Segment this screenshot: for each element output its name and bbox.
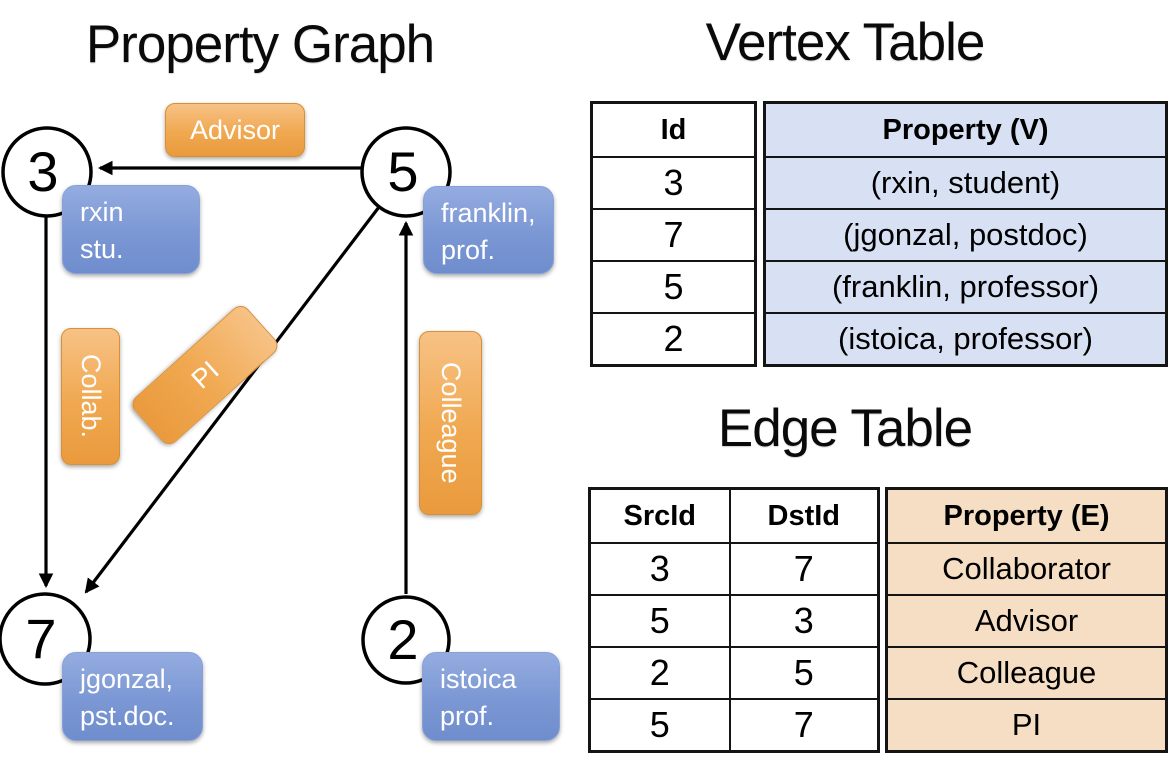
table-row: Collaborator xyxy=(885,542,1168,596)
property-graph-title: Property Graph xyxy=(85,15,435,74)
edge-label-collab-text: Collab. xyxy=(76,354,106,439)
vertex-label-franklin-line2: prof. xyxy=(441,235,496,265)
vertex-label-franklin: franklin, prof. xyxy=(423,186,554,274)
table-row: 3 7 xyxy=(588,542,880,596)
table-row: 7 xyxy=(590,208,757,262)
property-graph-diagram: 3 5 7 2 xyxy=(0,126,452,686)
vertex-table-property-column: Property (V) (rxin, student) (jgonzal, p… xyxy=(763,101,1168,367)
vertex-table-id-column: Id 3 7 5 2 xyxy=(590,101,757,367)
edge-label-colleague-text: Colleague xyxy=(436,362,466,484)
table-row: PI xyxy=(885,698,1168,753)
table-row: 2 xyxy=(590,312,757,367)
edge-label-pi-text: PI xyxy=(185,354,225,395)
edge-label-colleague: Colleague xyxy=(419,331,482,515)
vertex-label-jgonzal-line2: pst.doc. xyxy=(80,701,175,731)
table-row: Colleague xyxy=(885,646,1168,700)
table-row: (franklin, professor) xyxy=(763,260,1168,314)
node-id-3: 3 xyxy=(27,140,58,203)
node-id-7: 7 xyxy=(25,607,56,670)
vertex-label-istoica-line2: prof. xyxy=(440,701,495,731)
node-id-5: 5 xyxy=(387,140,418,203)
vertex-table-title: Vertex Table xyxy=(705,13,986,72)
node-id-2: 2 xyxy=(387,608,418,671)
edge-table-property-column: Property (E) Collaborator Advisor Collea… xyxy=(885,487,1168,753)
table-row: (rxin, student) xyxy=(763,156,1168,210)
table-row: 5 xyxy=(590,260,757,314)
edge-srcid-header: SrcId xyxy=(588,487,731,544)
edge-dstid-header: DstId xyxy=(728,487,880,544)
vertex-label-jgonzal: jgonzal, pst.doc. xyxy=(62,652,203,741)
vertex-label-rxin: rxin stu. xyxy=(62,185,200,274)
edge-label-advisor: Advisor xyxy=(165,103,305,157)
table-row: (istoica, professor) xyxy=(763,312,1168,367)
vertex-label-rxin-line2: stu. xyxy=(80,234,124,264)
vertex-property-header: Property (V) xyxy=(763,101,1168,158)
edge-table-id-columns: SrcId DstId 3 7 5 3 2 5 5 7 xyxy=(588,487,880,753)
table-row: 5 3 xyxy=(588,594,880,648)
edge-arrow-5-to-7 xyxy=(84,206,381,594)
edge-property-header: Property (E) xyxy=(885,487,1168,544)
vertex-label-istoica-line1: istoica xyxy=(440,664,517,694)
vertex-id-header: Id xyxy=(590,101,757,158)
edge-label-advisor-text: Advisor xyxy=(189,114,281,145)
table-row: 5 7 xyxy=(588,698,880,753)
vertex-label-istoica: istoica prof. xyxy=(422,652,560,741)
vertex-label-franklin-line1: franklin, xyxy=(441,198,536,228)
edge-table-title: Edge Table xyxy=(717,399,973,458)
vertex-label-jgonzal-line1: jgonzal, xyxy=(80,664,174,694)
table-row: 2 5 xyxy=(588,646,880,700)
vertex-label-rxin-line1: rxin xyxy=(80,197,124,227)
edge-label-collab: Collab. xyxy=(61,328,120,465)
table-row: 3 xyxy=(590,156,757,210)
table-row: Advisor xyxy=(885,594,1168,648)
table-row: (jgonzal, postdoc) xyxy=(763,208,1168,262)
